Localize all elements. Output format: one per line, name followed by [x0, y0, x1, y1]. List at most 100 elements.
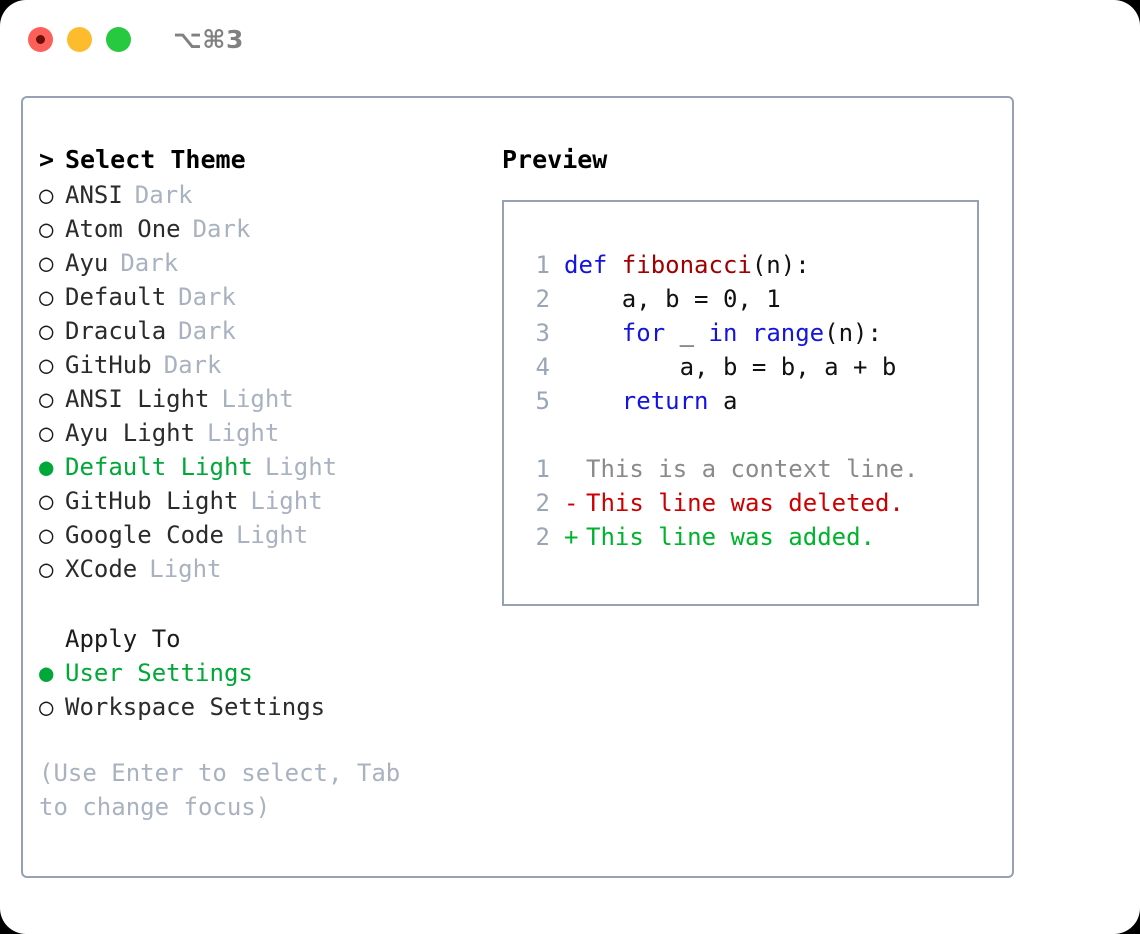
preview-title: Preview — [502, 145, 608, 174]
code-line: 5 return a — [520, 384, 969, 418]
diff-line-number: 1 — [535, 455, 550, 483]
line-number: 4 — [535, 353, 550, 381]
radio-unselected-icon: ○ — [39, 181, 54, 209]
radio-unselected-icon: ○ — [39, 215, 54, 243]
diff-marker-icon: + — [564, 523, 579, 551]
traffic-lights — [28, 26, 131, 52]
diff-marker-icon: - — [564, 489, 579, 517]
diff-line-number: 2 — [535, 489, 550, 517]
code-token: (n): — [751, 251, 810, 279]
diff-marker-icon — [564, 452, 586, 486]
code-token — [737, 319, 751, 347]
apply-to-list[interactable]: ● User Settings ○ Workspace Settings — [39, 656, 479, 724]
theme-name-label: Ayu — [65, 249, 109, 277]
code-line-text: def fibonacci(n): — [564, 248, 810, 282]
code-token: return — [621, 387, 709, 415]
diff-line: 2-This line was deleted. — [520, 486, 969, 520]
code-token: (n): — [824, 319, 882, 347]
window-shortcut-label: ⌥⌘3 — [173, 24, 244, 54]
code-token: a — [708, 387, 738, 415]
code-token: a, b = 0, 1 — [564, 285, 781, 313]
code-line-text: a, b = b, a + b — [564, 350, 897, 384]
apply-to-label: Apply To — [65, 625, 181, 653]
theme-variant-tag: Light — [149, 555, 222, 583]
theme-list-item[interactable]: ○ XCode Light — [39, 552, 479, 586]
theme-name-label: Default Light — [65, 453, 253, 481]
theme-list-item[interactable]: ○ GitHub Dark — [39, 348, 479, 382]
diff-sample: 1 This is a context line.2-This line was… — [520, 452, 969, 554]
theme-name-label: ANSI — [65, 181, 123, 209]
apply-to-header: Apply To — [39, 622, 479, 656]
minimize-window-button[interactable] — [67, 26, 92, 52]
radio-unselected-icon: ○ — [39, 385, 54, 413]
theme-variant-tag: Dark — [192, 215, 251, 243]
close-window-button[interactable] — [28, 26, 53, 52]
theme-name-label: Atom One — [65, 215, 181, 243]
theme-variant-tag: Light — [207, 419, 280, 447]
diff-line: 1 This is a context line. — [520, 452, 969, 486]
radio-unselected-icon: ○ — [39, 693, 54, 721]
apply-to-item-label: User Settings — [65, 659, 253, 687]
code-line: 2 a, b = 0, 1 — [520, 282, 969, 316]
radio-unselected-icon: ○ — [39, 351, 54, 379]
radio-unselected-icon: ○ — [39, 555, 54, 583]
theme-name-label: ANSI Light — [65, 385, 210, 413]
apply-to-item[interactable]: ● User Settings — [39, 656, 479, 690]
radio-unselected-icon: ○ — [39, 317, 54, 345]
recording-dot-icon — [36, 34, 45, 44]
theme-variant-tag: Light — [221, 385, 294, 413]
code-token: for — [621, 319, 666, 347]
code-token — [564, 387, 622, 415]
theme-list-item[interactable]: ○ ANSI Dark — [39, 178, 479, 212]
code-line-text: a, b = 0, 1 — [564, 282, 781, 316]
radio-selected-icon: ● — [39, 659, 54, 687]
theme-variant-tag: Dark — [178, 317, 236, 345]
select-theme-header: > Select Theme — [39, 142, 479, 178]
theme-variant-tag: Light — [235, 521, 309, 549]
theme-list-item[interactable]: ○ ANSI Light Light — [39, 382, 479, 416]
line-number: 2 — [535, 285, 550, 313]
diff-line-text: This line was deleted. — [586, 489, 904, 517]
theme-variant-tag: Light — [250, 487, 323, 515]
theme-list-item[interactable]: ○ Atom One Dark — [39, 212, 479, 246]
theme-name-label: XCode — [65, 555, 138, 583]
maximize-window-button[interactable] — [106, 26, 131, 52]
theme-variant-tag: Dark — [178, 283, 236, 311]
theme-variant-tag: Dark — [134, 181, 193, 209]
keyboard-hint-text: (Use Enter to select, Tab to change focu… — [39, 759, 401, 821]
prompt-caret-icon: > — [39, 145, 55, 174]
theme-name-label: GitHub Light — [65, 487, 239, 515]
theme-variant-tag: Light — [264, 453, 338, 481]
apply-to-item[interactable]: ○ Workspace Settings — [39, 690, 479, 724]
radio-unselected-icon: ○ — [39, 249, 54, 277]
theme-name-label: Default — [65, 283, 167, 311]
line-number: 5 — [535, 387, 550, 415]
theme-name-label: Ayu Light — [65, 419, 196, 447]
title-bar: ⌥⌘3 — [0, 0, 1140, 78]
theme-name-label: GitHub — [65, 351, 152, 379]
apply-to-item-label: Workspace Settings — [65, 693, 326, 721]
theme-variant-tag: Dark — [163, 351, 222, 379]
radio-unselected-icon: ○ — [39, 521, 54, 549]
code-token: in — [708, 319, 738, 347]
code-token: a, b = b, a + b — [564, 353, 897, 381]
page-title: Select Theme — [65, 145, 246, 174]
code-token — [564, 319, 622, 347]
line-number: 3 — [535, 319, 550, 347]
